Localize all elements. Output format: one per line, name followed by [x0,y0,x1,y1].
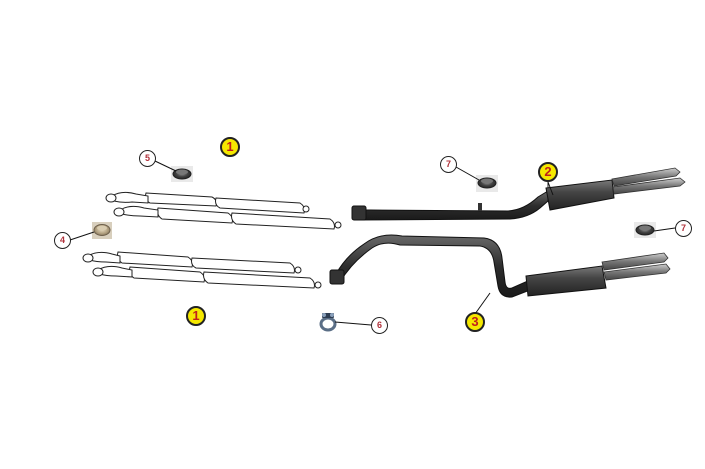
callout-label: 2 [544,164,552,179]
callout-label: 1 [192,308,200,323]
callout-2: 2 [538,162,558,182]
muffler-set-lower [82,251,322,289]
callout-label: 1 [226,139,234,154]
callout-label: 6 [376,320,382,330]
callout-1-lower: 1 [186,306,206,326]
callout-label: 3 [471,314,479,329]
seal-ring-7-right [634,222,656,238]
callout-6: 6 [371,317,388,334]
pipe-clamp-6 [319,313,337,332]
seal-ring-5 [171,166,193,182]
callout-7-upper: 7 [440,156,457,173]
callout-4: 4 [54,232,71,249]
gasket-ring-4 [92,222,112,239]
callout-1-upper: 1 [220,137,240,157]
muffler-set-upper [105,191,342,230]
seal-ring-7-upper [476,175,498,192]
callout-5: 5 [139,150,156,167]
callout-label: 5 [144,153,150,163]
leader-lines [69,160,676,326]
exhaust-assembly-upper [351,167,686,221]
callout-label: 4 [59,235,65,245]
callout-label: 7 [680,223,686,233]
exhaust-assembly-lower [329,234,671,298]
callout-label: 7 [445,159,451,169]
callout-7-right: 7 [675,220,692,237]
callout-3: 3 [465,312,485,332]
